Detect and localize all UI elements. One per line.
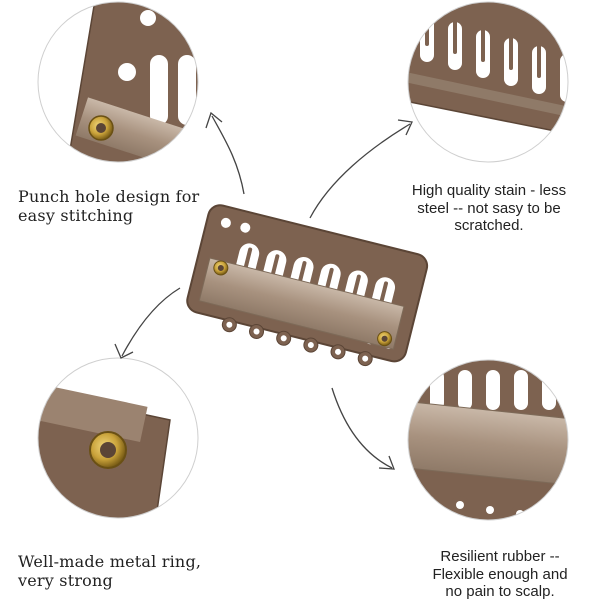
caption-line: scratched. [454, 217, 524, 235]
caption-line: Well-made metal ring, [18, 552, 202, 571]
caption-punch-hole: Punch hole design for easy stitching [18, 187, 200, 226]
caption-line: steel -- not sasy to be [417, 199, 561, 217]
caption-line: easy stitching [18, 205, 134, 225]
punch-hole-closeup [38, 2, 198, 162]
caption-metal-ring: Well-made metal ring, very strong [18, 552, 202, 591]
caption-line: Resilient rubber -- [440, 548, 560, 565]
caption-line: High quality stain - less [411, 182, 567, 199]
teeth-closeup [408, 2, 568, 162]
arrow [114, 111, 413, 470]
caption-rubber: Resilient rubber -- Flexible enough and … [400, 548, 600, 601]
snap-clip-image [186, 204, 429, 367]
caption-line: no pain to scalp. [445, 583, 555, 601]
caption-stainless-steel: High quality stain - less steel -- not s… [394, 182, 584, 235]
rubber-closeup [408, 360, 568, 520]
caption-line: Punch hole design for [18, 187, 200, 206]
metal-ring-closeup [38, 358, 198, 518]
caption-line: Flexible enough and [432, 565, 568, 583]
caption-line: very strong [18, 570, 113, 590]
